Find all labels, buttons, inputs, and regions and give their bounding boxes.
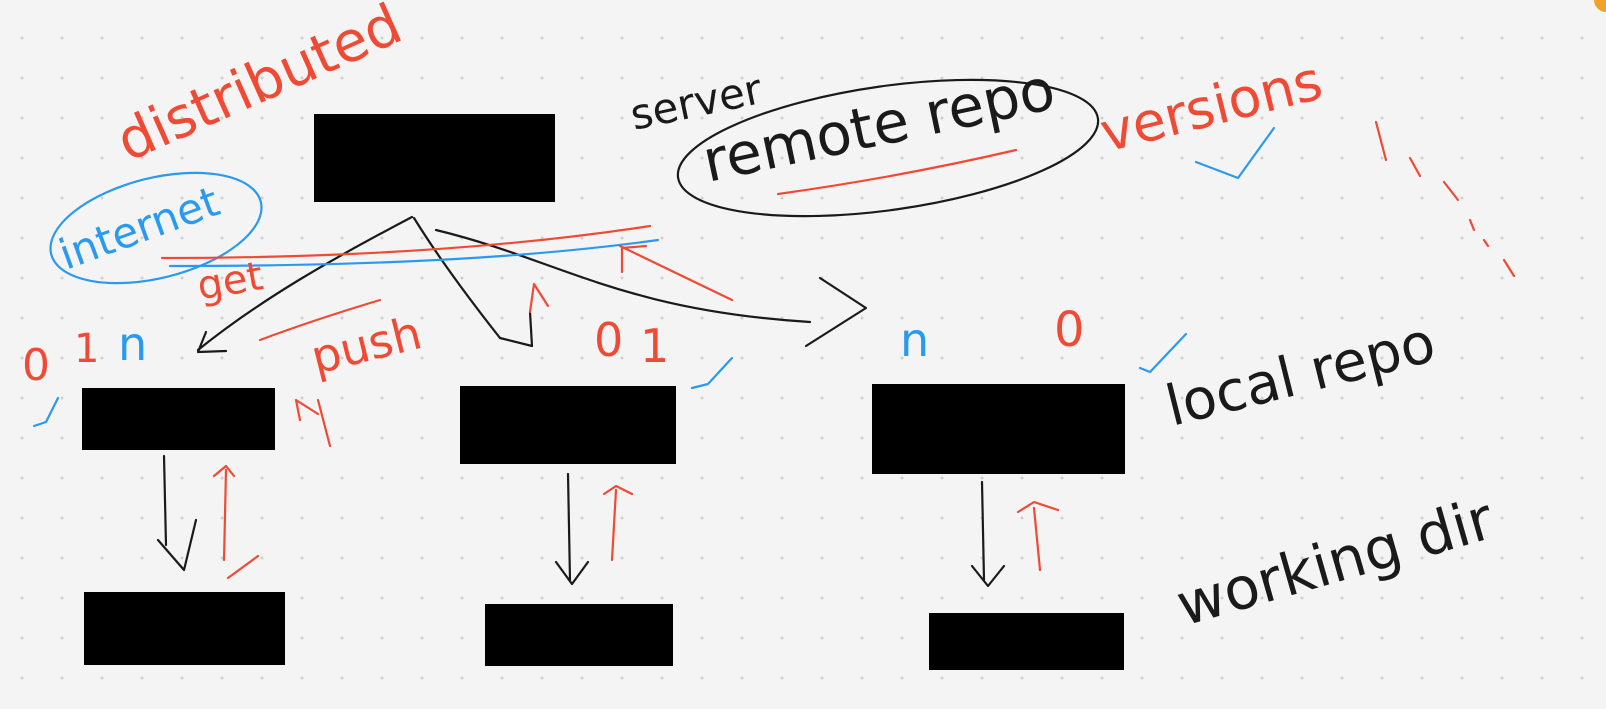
check-mark-right [1138, 332, 1188, 374]
version-1-middle: 1 [640, 319, 669, 373]
version-0-right: 0 [1054, 302, 1085, 358]
corner-marker [1594, 0, 1606, 12]
check-mark-mid [690, 356, 734, 390]
redacted-box-working-left [84, 592, 285, 665]
push-arrow-line [258, 298, 382, 342]
version-n-right: n [900, 313, 929, 367]
arrow-server-to-middle [412, 216, 502, 340]
arrow-up-left [212, 464, 236, 562]
arrow-up-right [1016, 500, 1060, 572]
arrow-head-middle [498, 310, 534, 348]
red-up-caret-middle [528, 282, 550, 314]
red-sync-line [160, 224, 652, 260]
remote-repo-underline [776, 148, 1018, 196]
arrow-head-left [196, 330, 228, 354]
version-0-middle: 0 [594, 313, 623, 367]
arrow-down-right [970, 480, 1006, 588]
red-scribble-left [294, 398, 332, 448]
label-working-dir: working dir [1169, 484, 1501, 639]
label-get: get [194, 253, 267, 310]
red-arrow-to-server [618, 244, 734, 302]
version-n-left: n [118, 317, 147, 371]
versions-trail [1374, 120, 1516, 278]
version-1-left: 1 [74, 326, 99, 372]
arrow-down-middle [554, 472, 590, 586]
redacted-box-working-middle [485, 604, 673, 666]
redacted-box-local-right [872, 384, 1125, 474]
check-mark-left [32, 396, 60, 428]
redacted-box-local-left [82, 388, 275, 450]
arrow-down-left [156, 454, 198, 572]
remote-repo-circle [676, 78, 1100, 218]
label-local-repo: local repo [1160, 310, 1442, 439]
arrow-up-left-tail [226, 554, 260, 580]
arrow-head-right [804, 276, 868, 348]
check-mark-versions [1194, 126, 1276, 180]
redacted-box-server [314, 114, 555, 202]
arrow-server-to-left [196, 215, 414, 352]
internet-circle [49, 171, 263, 285]
redacted-box-working-right [929, 613, 1124, 670]
arrow-up-middle [602, 484, 634, 562]
version-0-left: 0 [22, 340, 50, 391]
blue-sync-line [168, 238, 660, 268]
label-versions: versions [1094, 49, 1328, 165]
arrow-server-to-right [434, 228, 812, 324]
redacted-box-local-middle [460, 386, 676, 464]
